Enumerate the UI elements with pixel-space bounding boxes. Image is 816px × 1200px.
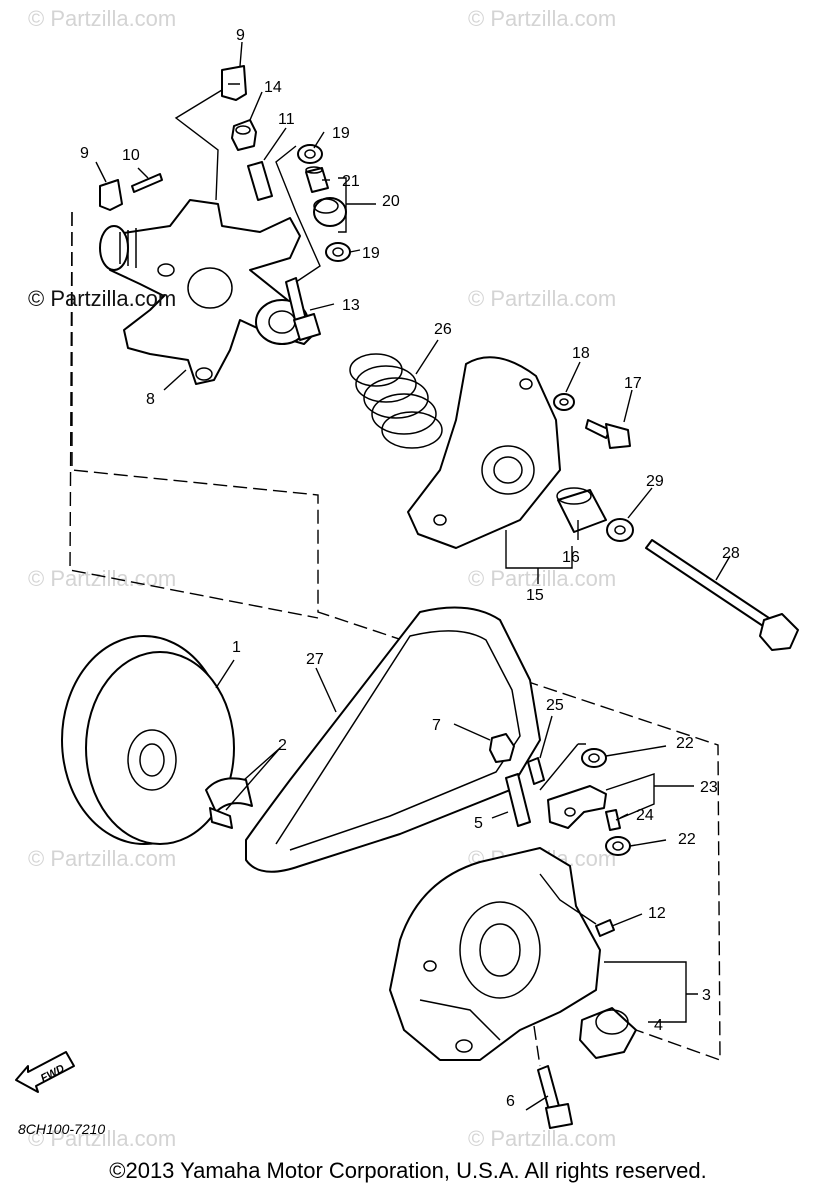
part-15-cover — [407, 356, 561, 549]
part-10-pin — [131, 173, 163, 193]
part-7-nut — [489, 733, 515, 763]
callout-9: 9 — [80, 145, 89, 162]
callout-18: 18 — [572, 345, 590, 362]
callout-22: 22 — [678, 831, 696, 848]
watermark: © Partzilla.com — [468, 566, 616, 591]
callout-15: 15 — [526, 587, 544, 604]
assembly-boundary-line — [69, 211, 319, 619]
part-2-bushing — [205, 777, 253, 829]
part-13-bolt — [285, 277, 321, 341]
part-4-bushing — [579, 1007, 637, 1059]
part-26-spring — [349, 353, 443, 449]
part-24-roller — [605, 809, 621, 831]
callout-21: 21 — [342, 173, 360, 190]
part-3-housing — [389, 847, 601, 1061]
part-9-clip — [99, 179, 123, 211]
part-5-pin — [505, 773, 531, 827]
callout-23: 23 — [700, 779, 718, 796]
leader-lines — [95, 41, 731, 1111]
callout-14: 14 — [264, 79, 282, 96]
callout-10: 10 — [122, 147, 140, 164]
part-25-pin — [527, 757, 545, 785]
callout-19: 19 — [332, 125, 350, 142]
callout-6: 6 — [506, 1093, 515, 1110]
watermark-prominent: © Partzilla.com — [28, 286, 176, 311]
callout-17: 17 — [624, 375, 642, 392]
callout-1: 1 — [232, 639, 241, 656]
part-23-arm — [547, 785, 607, 829]
callout-28: 28 — [722, 545, 740, 562]
callout-19: 19 — [362, 245, 380, 262]
part-17-bolt — [585, 419, 631, 449]
part-19-washer — [297, 144, 323, 164]
part-21-bushing — [305, 166, 329, 193]
part-19-washer — [325, 242, 351, 262]
callout-26: 26 — [434, 321, 452, 338]
callout-27: 27 — [306, 651, 324, 668]
watermark: © Partzilla.com — [468, 6, 616, 31]
callout-25: 25 — [546, 697, 564, 714]
part-9-clip — [221, 65, 247, 101]
callout-22: 22 — [676, 735, 694, 752]
drawing-code: 8CH100-7210 — [18, 1121, 105, 1137]
part-29-washer — [606, 518, 634, 542]
watermark: © Partzilla.com — [468, 1126, 616, 1151]
callout-16: 16 — [562, 549, 580, 566]
callout-8: 8 — [146, 391, 155, 408]
copyright-notice: ©2013 Yamaha Motor Corporation, U.S.A. A… — [109, 1158, 707, 1183]
callout-9: 9 — [236, 27, 245, 44]
part-16-bushing — [556, 487, 607, 533]
part-12-screw — [595, 919, 615, 937]
part-20-roller — [313, 197, 347, 227]
callout-5: 5 — [474, 815, 483, 832]
callout-20: 20 — [382, 193, 400, 210]
callout-4: 4 — [654, 1017, 663, 1034]
callout-3: 3 — [702, 987, 711, 1004]
callout-12: 12 — [648, 905, 666, 922]
part-11-pin — [247, 161, 273, 201]
watermark: © Partzilla.com — [28, 566, 176, 591]
part-14-nut — [231, 119, 257, 151]
part-8-spider-assembly — [99, 199, 319, 385]
part-27-belt — [245, 606, 541, 873]
watermark: © Partzilla.com — [28, 846, 176, 871]
part-18-washer — [553, 393, 575, 411]
callout-13: 13 — [342, 297, 360, 314]
watermark: © Partzilla.com — [28, 1126, 176, 1151]
callout-7: 7 — [432, 717, 441, 734]
part-22-washer — [605, 836, 631, 856]
assembly-boundary-line — [71, 212, 721, 1061]
part-6-bolt — [537, 1065, 573, 1129]
watermark: © Partzilla.com — [28, 6, 176, 31]
watermark-group: © Partzilla.com © Partzilla.com © Partzi… — [28, 6, 616, 1151]
callout-labels: 9 14 11 19 9 10 21 20 19 13 26 18 17 8 2… — [80, 27, 740, 1110]
part-1-sheave — [61, 635, 235, 845]
watermark: © Partzilla.com — [468, 286, 616, 311]
callout-2: 2 — [278, 737, 287, 754]
fwd-arrow-icon: FWD — [15, 1051, 75, 1093]
callout-11: 11 — [278, 111, 295, 128]
callout-29: 29 — [646, 473, 664, 490]
part-28-bolt — [645, 539, 799, 651]
callout-24: 24 — [636, 807, 654, 824]
part-22-washer — [581, 748, 607, 768]
